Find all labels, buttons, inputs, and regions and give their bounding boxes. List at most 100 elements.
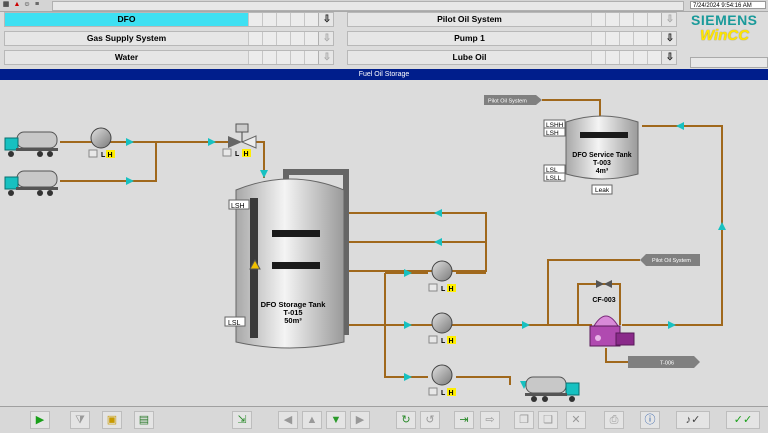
warning-icon[interactable] bbox=[249, 258, 261, 270]
nav-lube-oil[interactable]: Lube Oil ⇩ bbox=[347, 50, 677, 65]
pilot-oil-connector-top[interactable]: Pilot Oil System bbox=[484, 95, 542, 105]
flow-arrow bbox=[208, 138, 216, 146]
local-indicator: L bbox=[441, 338, 446, 345]
play-icon[interactable]: ▶ bbox=[30, 411, 50, 429]
dfo-service-tank[interactable] bbox=[565, 115, 639, 180]
local-indicator: L bbox=[441, 390, 446, 397]
tanker-truck-2[interactable] bbox=[4, 170, 58, 196]
forward-icon[interactable]: ⇨ bbox=[480, 411, 500, 429]
pilot-oil-connector-right[interactable]: Pilot Oil System bbox=[640, 254, 700, 266]
sound-icon[interactable]: ♪✓ bbox=[676, 411, 710, 429]
import-icon[interactable]: ⇥ bbox=[454, 411, 474, 429]
nav-label: DFO bbox=[5, 13, 248, 26]
flow-arrow bbox=[676, 122, 684, 130]
arrow-up-icon[interactable]: ▲ bbox=[302, 411, 322, 429]
flow-arrow bbox=[260, 170, 268, 178]
nav-down-arrow-icon[interactable]: ⇩ bbox=[661, 13, 678, 26]
bypass-valve[interactable] bbox=[596, 280, 612, 288]
alarm-icon[interactable]: ▲ bbox=[13, 1, 21, 8]
hand-indicator-box bbox=[106, 150, 115, 158]
title-bar: ▦ ▲ ☺ ≡ 7/24/2024 9:54:16 AM bbox=[0, 0, 768, 12]
service-lsl-label: LSL bbox=[546, 167, 558, 174]
flow-arrow bbox=[126, 177, 134, 185]
process-canvas: L H L H LSH LSL DFO Storage Tank T-015 5… bbox=[0, 80, 768, 406]
message-line bbox=[52, 1, 684, 11]
service-tank-name: DFO Service Tank bbox=[572, 152, 632, 159]
arrow-down-icon[interactable]: ▼ bbox=[326, 411, 346, 429]
t006-label: T-006 bbox=[660, 361, 674, 367]
pipe-pump-out bbox=[456, 272, 511, 385]
acknowledge-icon[interactable]: ✓✓ bbox=[726, 411, 760, 429]
hand-indicator: H bbox=[449, 390, 454, 397]
nav-label: Pilot Oil System bbox=[437, 14, 502, 24]
nav-down-arrow-icon[interactable]: ⇩ bbox=[661, 32, 678, 45]
copy-icon[interactable]: ❐ bbox=[514, 411, 534, 429]
report-icon[interactable]: ▤ bbox=[134, 411, 154, 429]
transfer-pump-1[interactable] bbox=[431, 260, 453, 282]
pipe-t006 bbox=[605, 348, 628, 363]
folder-icon[interactable]: ▣ bbox=[102, 411, 122, 429]
nav-label: Pump 1 bbox=[454, 33, 485, 43]
centrifuge-cf003[interactable] bbox=[589, 315, 635, 347]
transfer-pump-3[interactable] bbox=[431, 364, 453, 386]
nav-down-arrow-icon[interactable]: ⇩ bbox=[318, 51, 335, 64]
pilot-oil-top-label: Pilot Oil System bbox=[488, 99, 527, 105]
hand-indicator-box bbox=[242, 149, 251, 157]
nav-label: Water bbox=[114, 52, 139, 62]
info-icon[interactable]: ⓘ bbox=[640, 411, 660, 429]
flow-arrow bbox=[434, 238, 442, 246]
nav-pilot-oil-system[interactable]: Pilot Oil System ⇩ bbox=[347, 12, 677, 27]
screen-title: Fuel Oil Storage bbox=[0, 69, 768, 80]
pilot-oil-right-label: Pilot Oil System bbox=[652, 258, 691, 264]
paste-icon[interactable]: ❏ bbox=[538, 411, 558, 429]
nav-dfo[interactable]: DFO ⇩ bbox=[4, 12, 334, 27]
arrow-right-icon[interactable]: ▶ bbox=[350, 411, 370, 429]
filter-icon[interactable]: ⧩ bbox=[70, 411, 90, 429]
nav-down-arrow-icon[interactable]: ⇩ bbox=[318, 13, 335, 26]
flow-arrow bbox=[522, 321, 530, 329]
transfer-pump-2[interactable] bbox=[431, 312, 453, 334]
inlet-valve[interactable] bbox=[228, 123, 257, 149]
storage-lsh-label: LSH bbox=[231, 203, 245, 210]
service-lsll-label: LSLL bbox=[546, 175, 562, 182]
service-tank-id: T-003 bbox=[593, 160, 611, 167]
storage-level-display-2 bbox=[272, 262, 320, 269]
hand-indicator: H bbox=[449, 286, 454, 293]
flow-arrow bbox=[718, 222, 726, 230]
storage-tank-volume: 50m³ bbox=[284, 316, 302, 325]
inlet-pump[interactable] bbox=[90, 127, 112, 149]
status-box bbox=[222, 148, 232, 157]
nav-gas-supply-system[interactable]: Gas Supply System ⇩ bbox=[4, 31, 334, 46]
delete-icon[interactable]: ✕ bbox=[566, 411, 586, 429]
local-indicator: L bbox=[441, 286, 446, 293]
print-icon[interactable]: ⎙ bbox=[604, 411, 624, 429]
bottom-toolbar: ▶ ⧩ ▣ ▤ ⇲ ◀ ▲ ▼ ▶ ↻ ↺ ⇥ ⇨ ❐ ❏ ✕ ⎙ ⓘ ♪✓ ✓… bbox=[0, 406, 768, 433]
export-icon[interactable]: ⇲ bbox=[232, 411, 252, 429]
flow-arrow bbox=[404, 269, 412, 277]
nav-water[interactable]: Water ⇩ bbox=[4, 50, 334, 65]
arrow-left-icon[interactable]: ◀ bbox=[278, 411, 298, 429]
nav-down-arrow-icon[interactable]: ⇩ bbox=[661, 51, 678, 64]
storage-lsl-label: LSL bbox=[228, 320, 241, 327]
hand-indicator: H bbox=[108, 152, 113, 159]
flow-arrow bbox=[404, 321, 412, 329]
hand-indicator: H bbox=[449, 338, 454, 345]
tanker-truck-1[interactable] bbox=[4, 131, 58, 157]
menu-icon[interactable]: ≡ bbox=[34, 1, 40, 8]
local-indicator: L bbox=[235, 151, 240, 158]
service-lshh-label: LSHH bbox=[546, 122, 564, 129]
user-icon[interactable]: ☺ bbox=[23, 1, 31, 8]
date-time-display: 7/24/2024 9:54:16 AM bbox=[690, 1, 766, 9]
t006-connector[interactable]: T-006 bbox=[628, 356, 700, 368]
nav-label: Gas Supply System bbox=[86, 33, 167, 43]
refresh-icon[interactable]: ↻ bbox=[396, 411, 416, 429]
tanker-truck-3[interactable] bbox=[525, 376, 580, 402]
undo-icon[interactable]: ↺ bbox=[420, 411, 440, 429]
app-icon[interactable]: ▦ bbox=[2, 1, 10, 8]
logo-field bbox=[690, 57, 768, 68]
nav-pump-1[interactable]: Pump 1 ⇩ bbox=[347, 31, 677, 46]
flow-arrow bbox=[126, 138, 134, 146]
siemens-logo: SIEMENS bbox=[691, 12, 758, 28]
nav-down-arrow-icon[interactable]: ⇩ bbox=[318, 32, 335, 45]
hand-indicator: H bbox=[244, 151, 249, 158]
